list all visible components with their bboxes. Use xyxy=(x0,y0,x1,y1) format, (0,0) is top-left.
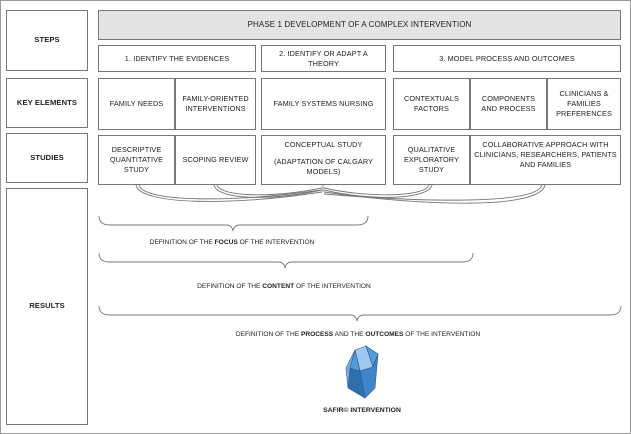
study-qualitative: QUALITATIVE EXPLORATORY STUDY xyxy=(393,135,470,185)
key-contextual-factors: CONTEXTUALS FACTORS xyxy=(393,78,470,130)
key-components: COMPONENTS AND PROCESS xyxy=(470,78,547,130)
row-label-studies: STUDIES xyxy=(6,133,88,183)
step-identify-evidences: 1. IDENTIFY THE EVIDENCES xyxy=(98,45,256,72)
result-content: DEFINITION OF THE CONTENT OF THE INTERVE… xyxy=(197,283,371,290)
study-descriptive: DESCRIPTIVE QUANTITATIVE STUDY xyxy=(98,135,175,185)
key-family-systems: FAMILY SYSTEMS NURSING xyxy=(261,78,386,130)
conceptual-subtitle: (ADAPTATION OF CALGARY MODELS) xyxy=(273,156,374,176)
study-conceptual: CONCEPTUAL STUDY (ADAPTATION OF CALGARY … xyxy=(261,135,386,185)
result-process-outcomes: DEFINITION OF THE PROCESS AND THE OUTCOM… xyxy=(235,331,481,338)
row-label-key-elements: KEY ELEMENTS xyxy=(6,78,88,128)
conceptual-title: CONCEPTUAL STUDY xyxy=(284,140,363,149)
phase-title: PHASE 1 DEVELOPMENT OF A COMPLEX INTERVE… xyxy=(98,10,621,40)
result-focus: DEFINITION OF THE FOCUS OF THE INTERVENT… xyxy=(149,239,315,246)
step-identify-theory: 2. IDENTIFY OR ADAPT A THEORY xyxy=(261,45,386,72)
key-family-oriented: FAMILY-ORIENTED INTERVENTIONS xyxy=(175,78,256,130)
step-model-process: 3. MODEL PROCESS AND OUTCOMES xyxy=(393,45,621,72)
row-label-results: RESULTS xyxy=(6,188,88,425)
safir-intervention-label: SAFIR© INTERVENTION xyxy=(323,407,401,414)
row-label-steps: STEPS xyxy=(6,10,88,71)
key-family-needs: FAMILY NEEDS xyxy=(98,78,175,130)
study-collaborative: COLLABORATIVE APPROACH WITH CLINICIANS, … xyxy=(470,135,621,185)
study-scoping: SCOPING REVIEW xyxy=(175,135,256,185)
key-preferences: CLINICIANS & FAMILIES PREFERENCES xyxy=(547,78,621,130)
